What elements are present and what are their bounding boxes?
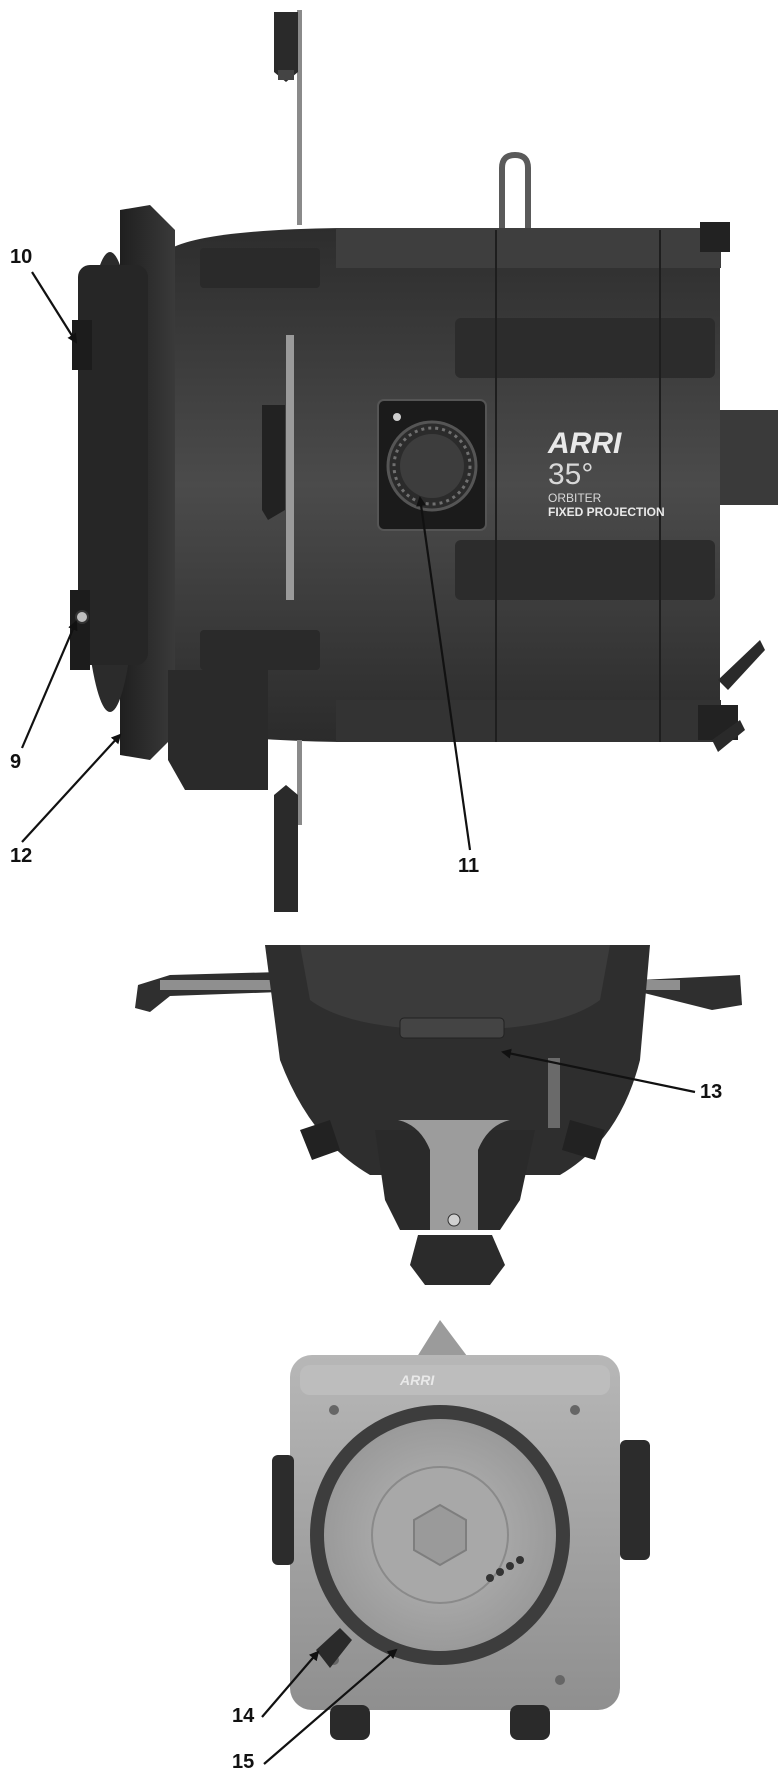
arrow-10	[31, 271, 78, 344]
callout-12: 12	[10, 845, 33, 867]
callout-14: 14	[232, 1705, 255, 1727]
rear-view: ARRI	[272, 1320, 650, 1740]
product-line-label: ORBITER	[548, 491, 602, 505]
callout-13: 13	[700, 1081, 723, 1103]
side-view-lens: ARRI 35° ORBITER FIXED PROJECTION	[70, 10, 778, 912]
rear-brand-logo: ARRI	[399, 1372, 435, 1388]
underside-view	[135, 945, 742, 1285]
arrow-11	[416, 496, 472, 851]
arrow-13	[501, 1048, 696, 1094]
top-shutter-blade	[274, 10, 302, 225]
brand-logo: ARRI	[547, 427, 622, 460]
product-variant-label: FIXED PROJECTION	[548, 505, 665, 519]
arrow-15	[263, 1648, 398, 1765]
arrow-12	[21, 733, 122, 843]
callout-arrows	[20, 271, 696, 1765]
beam-angle-label: 35°	[548, 458, 593, 491]
callout-11: 11	[458, 855, 480, 877]
callout-10: 10	[10, 246, 33, 268]
arrow-9	[20, 620, 78, 749]
callout-9: 9	[10, 751, 22, 773]
arrow-14	[261, 1650, 320, 1718]
bottom-shutter-blade	[274, 740, 302, 912]
callout-15: 15	[232, 1751, 255, 1773]
